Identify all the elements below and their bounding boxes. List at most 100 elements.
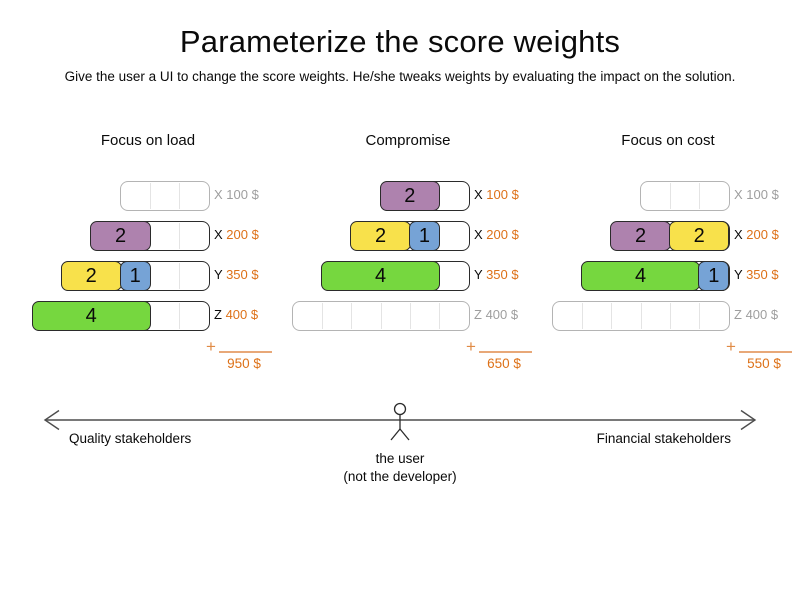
process-block-yellow: 2	[668, 220, 730, 251]
computer-letter: Y	[214, 267, 227, 282]
computer-price-label: Z 400 $	[474, 301, 544, 329]
unit-divider	[321, 303, 323, 329]
unit-divider	[669, 303, 671, 329]
computer-letter: X	[734, 187, 747, 202]
sum-total: 650 $	[487, 356, 521, 371]
unit-divider	[640, 303, 642, 329]
computer-letter: Y	[734, 267, 747, 282]
computer-letter: Z	[214, 307, 226, 322]
process-block-blue: 1	[408, 220, 441, 251]
computer-price-label: Y 350 $	[214, 261, 284, 289]
computer-letter: X	[214, 187, 227, 202]
process-block-yellow: 2	[60, 260, 122, 291]
capacity-bar: 4	[31, 300, 210, 331]
unit-divider	[699, 303, 701, 329]
actor-caption-line2: (not the developer)	[343, 469, 457, 484]
computer-price-label: X 100 $	[734, 181, 800, 209]
computer-price-label: X 200 $	[734, 221, 800, 249]
computer-letter: X	[214, 227, 227, 242]
sum-line	[479, 351, 532, 353]
computer-price: 100 $	[746, 187, 779, 202]
quality-stakeholders-label: Quality stakeholders	[69, 431, 192, 446]
process-block-purple: 2	[379, 180, 441, 211]
computer-price-label: Z 400 $	[214, 301, 284, 329]
computer-price-label: X 100 $	[214, 181, 284, 209]
unit-divider	[409, 303, 411, 329]
computer-price: 400 $	[485, 307, 519, 322]
process-block-green: 4	[31, 300, 151, 331]
unit-divider	[179, 183, 181, 209]
sum-line	[219, 351, 272, 353]
computer-price-label: X 200 $	[214, 221, 284, 249]
sum-total: 550 $	[747, 356, 781, 371]
sum-plus-sign: +	[466, 337, 476, 356]
capacity-bar	[552, 301, 730, 331]
process-block-blue: 1	[698, 260, 730, 291]
computer-price: 100 $	[226, 187, 259, 202]
unit-divider	[699, 183, 701, 209]
slide-subtitle: Give the user a UI to change the score w…	[64, 69, 736, 84]
actor-caption-line1: the user	[375, 451, 425, 466]
slide-title: Parameterize the score weights	[179, 24, 621, 59]
unit-divider	[611, 303, 613, 329]
computer-letter: X	[474, 187, 487, 202]
computer-price-label: X 200 $	[474, 221, 544, 249]
computer-price: 350 $	[226, 267, 259, 282]
process-block-blue: 1	[119, 260, 151, 291]
capacity-bar	[292, 301, 470, 331]
capacity-bar: 4	[320, 260, 470, 291]
computer-letter: X	[734, 227, 747, 242]
computer-price-label: X 100 $	[474, 181, 544, 209]
capacity-bar	[640, 181, 730, 211]
process-block-purple: 2	[90, 220, 151, 251]
computer-price-label: Y 350 $	[734, 261, 800, 289]
capacity-bar: 2	[90, 220, 210, 251]
unit-divider	[179, 303, 181, 329]
unit-divider	[439, 303, 441, 329]
unit-divider	[380, 303, 382, 329]
process-block-yellow: 2	[350, 220, 411, 251]
process-block-purple: 2	[610, 220, 671, 251]
sum-total: 950 $	[227, 356, 261, 371]
computer-letter: Z	[734, 307, 746, 322]
unit-divider	[581, 303, 583, 329]
sum-line	[739, 351, 792, 353]
computer-price: 400 $	[745, 307, 779, 322]
unit-divider	[351, 303, 353, 329]
process-block-green: 4	[320, 260, 441, 291]
computer-price-label: Y 350 $	[474, 261, 544, 289]
unit-divider	[179, 263, 181, 289]
user-actor-icon	[390, 402, 410, 441]
unit-divider	[149, 183, 151, 209]
computer-price-label: Z 400 $	[734, 301, 800, 329]
computer-price: 200 $	[486, 227, 519, 242]
scenario-title: Compromise	[365, 132, 451, 149]
computer-price: 200 $	[226, 227, 259, 242]
process-block-green: 4	[580, 260, 701, 291]
computer-price: 350 $	[486, 267, 519, 282]
computer-letter: Y	[474, 267, 487, 282]
computer-letter: Z	[474, 307, 486, 322]
computer-price: 350 $	[746, 267, 779, 282]
computer-letter: X	[474, 227, 487, 242]
capacity-bar: 2	[379, 180, 470, 211]
unit-divider	[179, 223, 181, 249]
sum-plus-sign: +	[726, 337, 736, 356]
computer-price: 400 $	[225, 307, 259, 322]
financial-stakeholders-label: Financial stakeholders	[596, 431, 731, 446]
computer-price: 100 $	[486, 187, 519, 202]
scenario-title: Focus on cost	[621, 132, 715, 149]
unit-divider	[669, 183, 671, 209]
computer-price: 200 $	[746, 227, 779, 242]
sum-plus-sign: +	[206, 337, 216, 356]
capacity-bar	[120, 181, 210, 211]
